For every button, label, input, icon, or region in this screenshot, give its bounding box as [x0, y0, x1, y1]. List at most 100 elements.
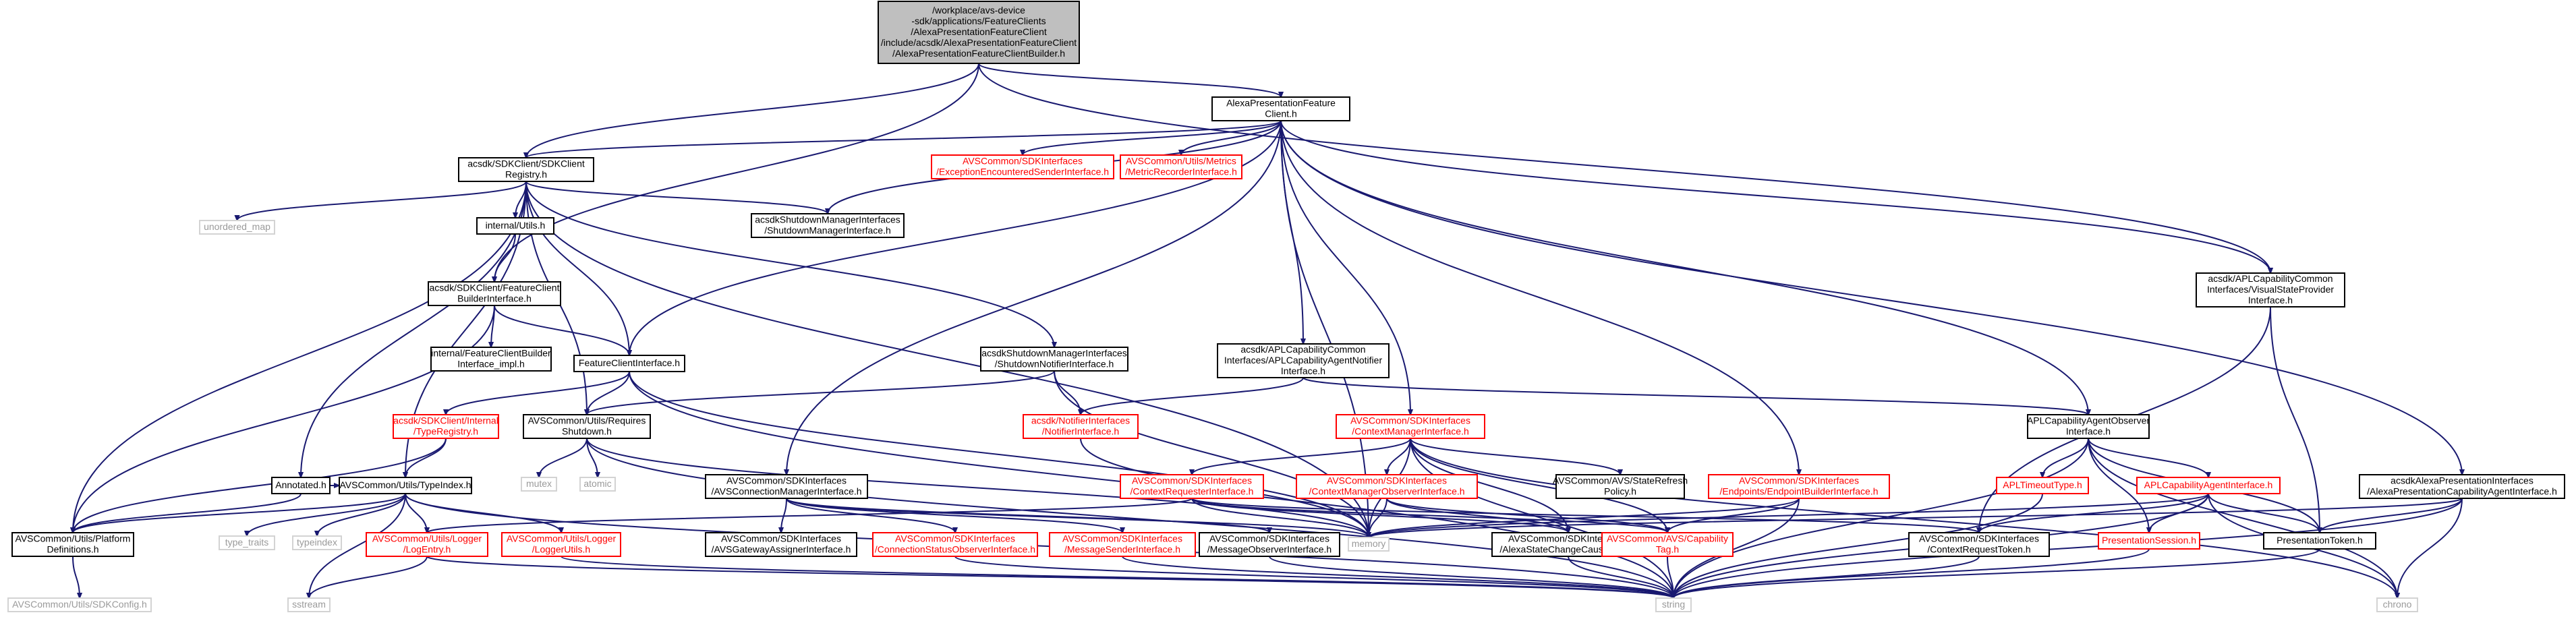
node-label: AVSCommon/Utils/Logger: [507, 533, 617, 544]
node-label: AVSCommon/AVS/Capability: [1607, 533, 1728, 544]
node-root[interactable]: /workplace/avs-device-sdk/applications/F…: [878, 1, 1080, 64]
node-label: AVSCommon/SDKInterfaces: [1209, 533, 1329, 544]
edge-ctx_mgr-to-state_refresh: [1410, 438, 1620, 475]
edge-apl_observer-to-pres_session: [2088, 438, 2149, 533]
node-apfc[interactable]: AlexaPresentationFeatureClient.h: [1211, 96, 1350, 121]
edge-apfc-to-ctx_mgr: [1280, 120, 1410, 415]
edge-endpoint_builder-to-memory: [1369, 498, 1800, 537]
node-label: unordered_map: [204, 221, 270, 232]
node-label: /AVSGatewayAssignerInterface.h: [712, 544, 851, 555]
edge-apci-to-chrono: [2397, 498, 2463, 598]
edge-apl_timeout-to-string: [1673, 493, 2043, 598]
node-label: PresentationToken.h: [2277, 535, 2363, 546]
edge-logutils-to-string: [561, 556, 1673, 598]
node-label: AVSCommon/SDKInterfaces: [721, 533, 841, 544]
node-box: [476, 217, 554, 235]
node-label: AVSCommon/Utils/Requires: [528, 415, 646, 426]
node-box: [579, 477, 616, 492]
node-shutdown_notifier[interactable]: acsdkShutdownManagerInterfaces/ShutdownN…: [980, 347, 1128, 372]
edge-apl_cap_agent-to-ctx_token: [1979, 493, 2209, 533]
edge-typeindex_h-to-logentry: [405, 493, 427, 533]
node-label: /include/acsdk/AlexaPresentationFeatureC…: [881, 37, 1077, 48]
node-annotated[interactable]: Annotated.h: [271, 477, 331, 494]
node-box: [705, 532, 857, 557]
node-box: [1996, 477, 2089, 494]
edge-fc_iface-to-memory: [629, 371, 1369, 537]
node-fcb_impl[interactable]: internal/FeatureClientBuilderInterface_i…: [430, 347, 552, 372]
node-apci[interactable]: acsdkAlexaPresentationInterfaces/AlexaPr…: [2359, 474, 2565, 499]
node-label: /ContextManagerInterface.h: [1352, 426, 1469, 437]
edge-apl_cap_agent-to-pres_token: [2208, 493, 2320, 533]
edges-layer: [73, 63, 2462, 598]
node-label: AVSCommon/AVS/StateRefresh: [1553, 475, 1688, 486]
node-box: [1120, 154, 1242, 179]
node-box: [2098, 532, 2200, 550]
node-label: /AlexaPresentationFeatureClient: [911, 26, 1047, 37]
edge-apfc-to-apl_observer: [1280, 120, 2088, 415]
node-box: [931, 154, 1114, 179]
edge-visual_state-to-pres_token: [2270, 306, 2320, 533]
edge-typeindex_h-to-sstream: [309, 493, 406, 598]
node-pres_token[interactable]: PresentationToken.h: [2263, 532, 2376, 550]
edge-msg_observer-to-string: [1269, 556, 1673, 598]
node-label: AVSCommon/Utils/Logger: [372, 533, 482, 544]
node-internal_utils[interactable]: internal/Utils.h: [476, 217, 554, 235]
node-box: [521, 477, 557, 492]
node-conn_mgr[interactable]: AVSCommon/SDKInterfaces/AVSConnectionMan…: [705, 474, 868, 499]
node-label: sstream: [292, 599, 326, 610]
edge-shutdown_notifier-to-memory: [1054, 370, 1369, 537]
node-fcb_iface[interactable]: acsdk/SDKClient/FeatureClientBuilderInte…: [428, 281, 561, 306]
node-label: /ContextManagerObserverInterface.h: [1309, 486, 1464, 497]
node-string: string: [1655, 597, 1692, 612]
node-shutdown_mgr[interactable]: acsdkShutdownManagerInterfaces/ShutdownM…: [751, 213, 905, 238]
node-label: FeatureClientInterface.h: [579, 357, 680, 368]
edge-conn_mgr-to-msg_sender: [786, 498, 1122, 533]
edge-apci-to-string: [1673, 498, 2463, 598]
node-box: [1708, 474, 1890, 499]
node-ctx_token[interactable]: AVSCommon/SDKInterfaces/ContextRequestTo…: [1908, 532, 2050, 557]
node-label: AVSCommon/Utils/Metrics: [1126, 156, 1236, 167]
node-label: Shutdown.h: [562, 426, 612, 437]
node-msg_observer[interactable]: AVSCommon/SDKInterfaces/MessageObserverI…: [1199, 532, 1340, 557]
node-box: [1336, 414, 1485, 439]
node-typeindex_h[interactable]: AVSCommon/Utils/TypeIndex.h: [339, 477, 472, 494]
node-box: [980, 347, 1128, 372]
edge-sdkreg-to-memory: [525, 181, 1369, 537]
node-label: Policy.h: [1604, 486, 1636, 497]
node-label: /workplace/avs-device: [932, 5, 1025, 16]
edge-sdkreg-to-unordered_map: [237, 181, 527, 221]
edge-shutdown_notifier-to-notifier_iface: [1054, 370, 1081, 415]
node-label: acsdk/APLCapabilityCommon: [1240, 344, 1365, 355]
node-visual_state[interactable]: acsdk/APLCapabilityCommonInterfaces/Visu…: [2196, 272, 2345, 307]
node-label: AVSCommon/SDKInterfaces: [1739, 475, 1859, 486]
edge-logentry-to-string: [426, 556, 1673, 598]
node-box: [1908, 532, 2050, 557]
edge-apfc-to-exc_sender: [1023, 120, 1282, 155]
edge-ctx_mgr-to-string: [1410, 438, 1673, 598]
node-apl_notifier[interactable]: acsdk/APLCapabilityCommonInterfaces/APLC…: [1217, 343, 1390, 378]
node-label: AVSCommon/SDKInterfaces: [726, 475, 847, 486]
node-box: [2196, 272, 2345, 307]
node-fc_iface[interactable]: FeatureClientInterface.h: [573, 355, 685, 372]
node-label: Interface_impl.h: [457, 359, 525, 370]
edge-ctx_mgr-to-cap_tag: [1410, 438, 1667, 533]
node-box: [751, 213, 905, 238]
node-box: [1120, 474, 1264, 499]
node-label: Definitions.h: [47, 544, 98, 555]
node-atomic: atomic: [579, 477, 616, 492]
node-box: [393, 414, 499, 439]
node-logutils: AVSCommon/Utils/Logger/LoggerUtils.h: [501, 532, 621, 557]
node-label: /AVSConnectionManagerInterface.h: [711, 486, 861, 497]
node-gateway[interactable]: AVSCommon/SDKInterfaces/AVSGatewayAssign…: [705, 532, 857, 557]
edge-root-to-sdkreg: [526, 63, 979, 158]
node-label: Interface.h: [1281, 365, 1325, 376]
node-label: memory: [1352, 538, 1386, 549]
edge-requires_shutdown-to-memory: [586, 438, 1369, 537]
node-unordered_map: unordered_map: [199, 220, 275, 235]
node-label: /ConnectionStatusObserverInterface.h: [875, 544, 1035, 555]
